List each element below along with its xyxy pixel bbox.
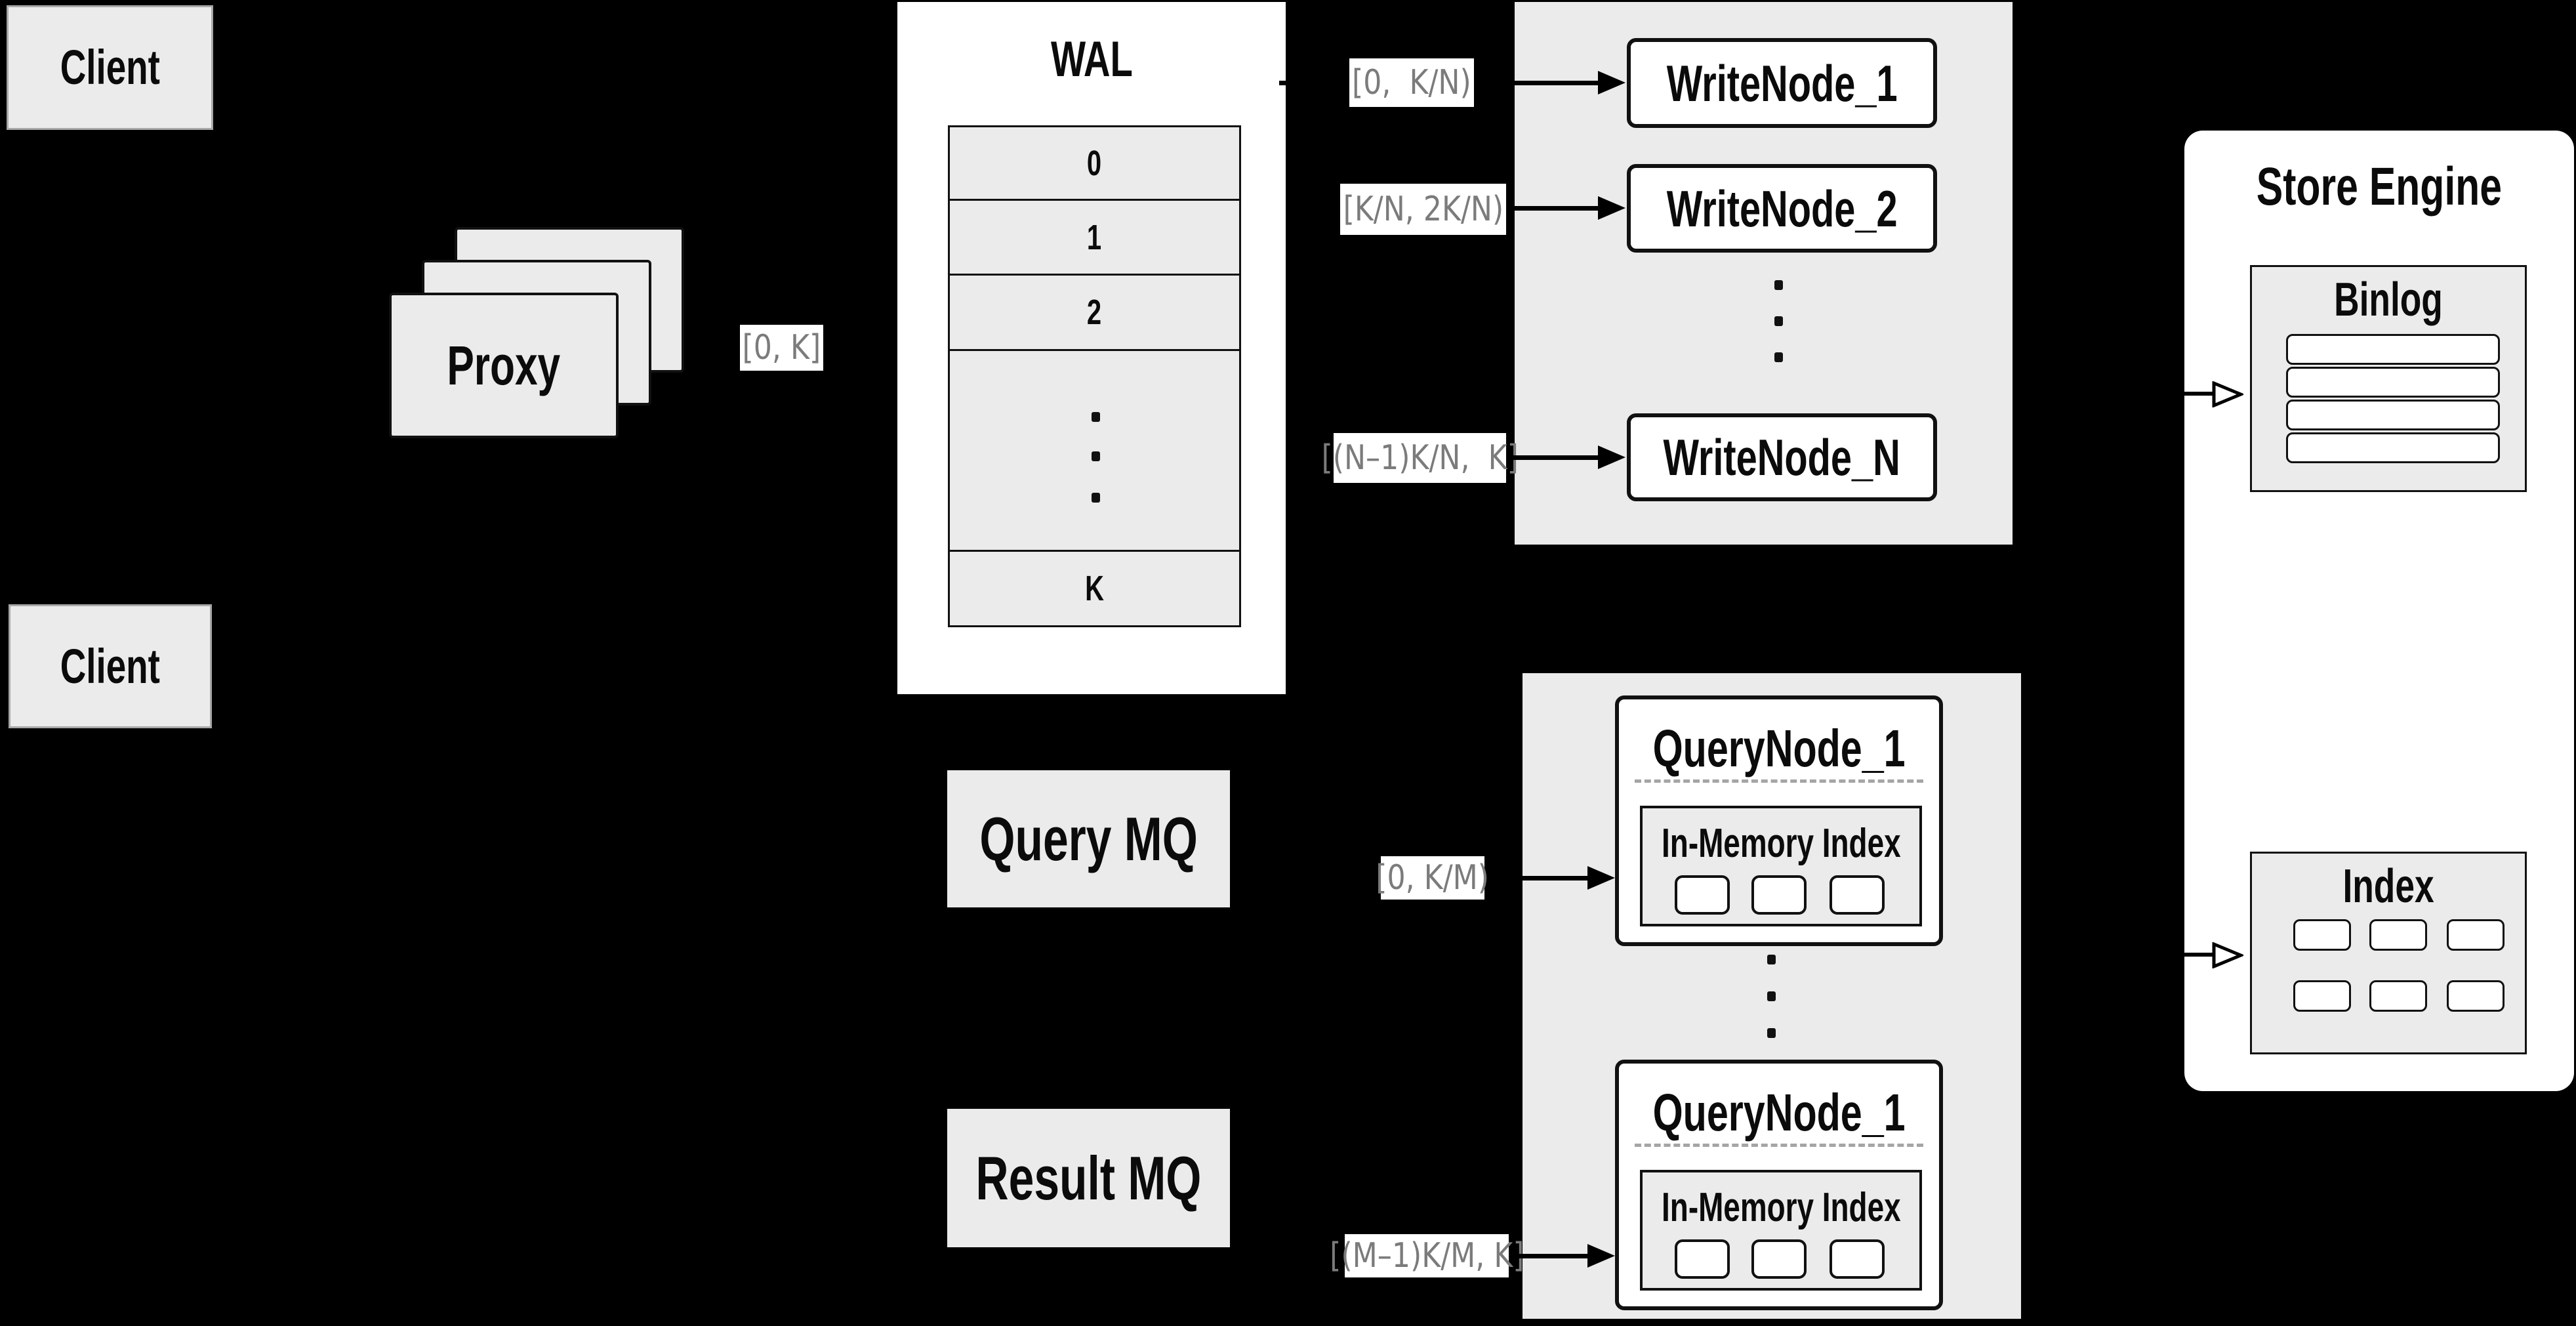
client-left-label: Client <box>60 638 161 694</box>
wal-title: WAL <box>1050 31 1133 87</box>
binlog-segment <box>2286 367 2500 398</box>
client-left-box: Client <box>9 604 212 728</box>
arrowhead-query-node-bottom <box>1587 1244 1615 1268</box>
arrow-to-query-node-top <box>1487 876 1587 881</box>
arrowhead-query-node-top <box>1587 866 1615 890</box>
in-memory-index-title-row: In-Memory Index <box>1661 1185 1901 1230</box>
arrow-to-write-node-n <box>1509 455 1598 460</box>
arrow-to-query-node-bottom <box>1511 1254 1587 1258</box>
client-top-box: Client <box>7 5 213 130</box>
wal-row-1: 1 <box>948 199 1241 276</box>
wal-row-0: 0 <box>948 125 1241 201</box>
arrow-to-write-node-1 <box>1477 81 1598 85</box>
in-memory-index-top: In-Memory Index <box>1640 806 1922 926</box>
query-node-bottom-title-row: QueryNode_1 <box>1652 1083 1906 1142</box>
proxy-label: Proxy <box>447 335 561 396</box>
memory-segment <box>1830 1239 1885 1279</box>
vertical-ellipsis-dot <box>1767 1028 1776 1038</box>
index-title-row: Index <box>2252 863 2525 910</box>
open-arrowhead-index <box>2212 942 2243 968</box>
vertical-ellipsis-dot <box>1092 412 1100 422</box>
query-mq-label: Query MQ <box>979 804 1198 873</box>
memory-segment <box>1751 1239 1807 1279</box>
client-top-label: Client <box>60 40 160 94</box>
wal-title-row: WAL <box>897 28 1286 91</box>
vertical-ellipsis-dot <box>1092 451 1100 461</box>
arrowhead-write-node-1 <box>1598 71 1625 94</box>
index-segment <box>2447 919 2504 951</box>
binlog-segment <box>2286 400 2500 430</box>
index-segment <box>2293 980 2351 1012</box>
memory-segment <box>1675 1239 1730 1279</box>
wal-row-k: K <box>948 550 1241 627</box>
arrow-to-write-node-2 <box>1509 206 1598 211</box>
binlog-box: Binlog <box>2250 265 2527 492</box>
memory-segment <box>1751 875 1807 915</box>
query-mq-box: Query MQ <box>947 770 1230 907</box>
range-label-query-bottom: [(M–1)K/M, K] <box>1330 1234 1524 1277</box>
vertical-ellipsis-dot <box>1774 352 1783 362</box>
index-segment <box>2369 980 2427 1012</box>
range-label-write-2: [K/N, 2K/N) <box>1340 184 1506 235</box>
binlog-segment <box>2286 334 2500 365</box>
binlog-segments <box>2286 334 2500 465</box>
wal-row-ellipsis <box>948 349 1241 552</box>
arrow-to-index <box>2140 953 2215 957</box>
store-engine-panel: Store Engine Binlog Index <box>2184 131 2574 1091</box>
index-segment <box>2369 919 2427 951</box>
index-segment <box>2293 919 2351 951</box>
arrow-to-binlog <box>2140 392 2215 396</box>
wal-table: 0 1 2 K <box>948 125 1241 627</box>
memory-segment <box>1830 875 1885 915</box>
result-mq-label: Result MQ <box>975 1143 1202 1212</box>
memory-segment <box>1675 875 1730 915</box>
in-memory-index-title-row: In-Memory Index <box>1661 821 1901 866</box>
in-memory-index-bottom: In-Memory Index <box>1640 1170 1922 1291</box>
arrow-wal-stub <box>1279 81 1292 85</box>
binlog-title: Binlog <box>2334 274 2443 326</box>
write-node-1: WriteNode_1 <box>1627 38 1937 128</box>
query-node-bottom: QueryNode_1 In-Memory Index <box>1615 1060 1943 1310</box>
write-node-n: WriteNode_N <box>1627 413 1937 501</box>
store-engine-title-row: Store Engine <box>2184 154 2574 220</box>
wal-row-2: 2 <box>948 274 1241 351</box>
proxy-box-front: Proxy <box>389 293 619 438</box>
arrowhead-write-node-2 <box>1598 196 1625 220</box>
range-label-query-top: [0, K/M) <box>1376 856 1489 900</box>
binlog-segment <box>2286 432 2500 463</box>
binlog-title-row: Binlog <box>2252 274 2525 326</box>
index-segment <box>2447 980 2504 1012</box>
range-label-write-1: [0, K/N) <box>1349 58 1474 107</box>
result-mq-box: Result MQ <box>947 1109 1230 1247</box>
open-arrowhead-binlog <box>2212 381 2243 407</box>
index-title: Index <box>2342 860 2434 913</box>
range-label-proxy-wal: [0, K] <box>740 325 823 371</box>
write-node-2: WriteNode_2 <box>1627 164 1937 253</box>
store-engine-title: Store Engine <box>2256 157 2503 217</box>
index-box: Index <box>2250 852 2527 1054</box>
query-node-top: QueryNode_1 In-Memory Index <box>1615 695 1943 946</box>
vertical-ellipsis-dot <box>1092 493 1100 503</box>
range-label-write-n: [(N–1)K/N, K] <box>1321 433 1519 483</box>
vertical-ellipsis-dot <box>1767 955 1776 964</box>
query-node-top-title-row: QueryNode_1 <box>1652 718 1906 777</box>
wal-panel: WAL 0 1 2 K <box>897 2 1286 694</box>
dashed-separator <box>1635 1144 1923 1147</box>
vertical-ellipsis-dot <box>1774 316 1783 326</box>
vertical-ellipsis-dot <box>1774 280 1783 290</box>
arrowhead-write-node-n <box>1598 445 1625 469</box>
dashed-separator <box>1635 779 1923 783</box>
vertical-ellipsis-dot <box>1767 991 1776 1001</box>
